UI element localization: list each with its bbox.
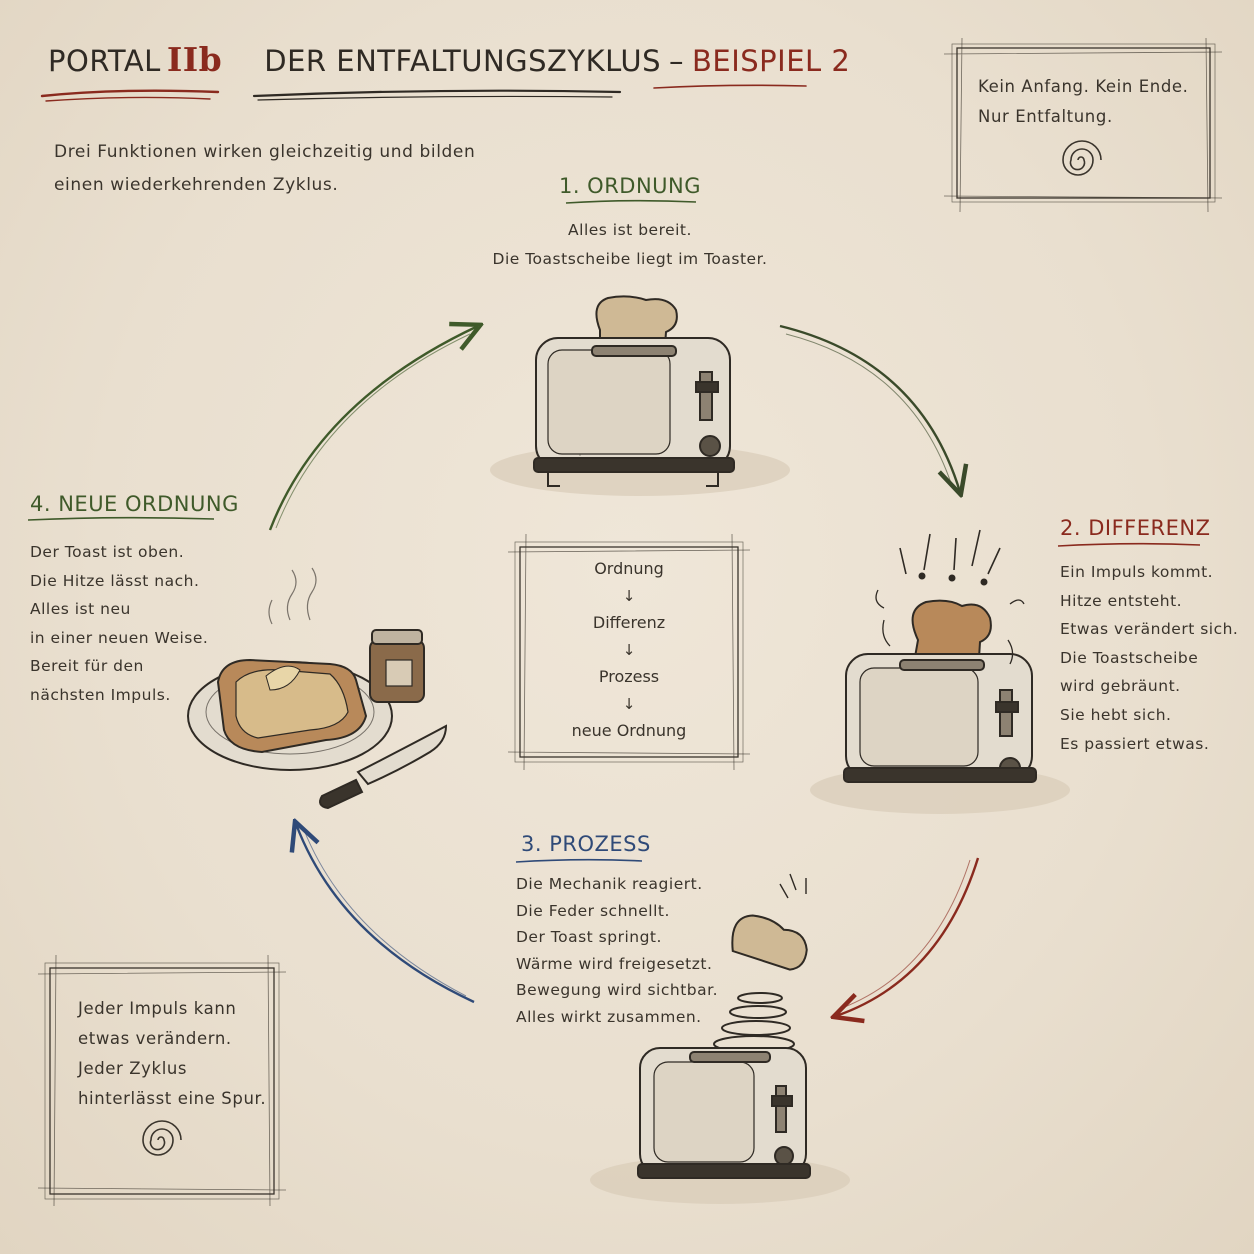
stage-line: Etwas verändert sich. [1060, 620, 1239, 639]
cycle-arrow-icon [836, 857, 980, 1016]
toaster-icon [490, 295, 790, 496]
plate-icon [187, 567, 393, 771]
knife-icon [319, 724, 448, 810]
flow-arrow-icon: ↓ [622, 587, 636, 605]
intro-text: Drei Funktionen wirken gleichzeitig und … [54, 136, 514, 202]
stage-line: Sie hebt sich. [1060, 705, 1172, 724]
stage-line: Ein Impuls kommt. [1060, 563, 1214, 581]
stage-line: Es passiert etwas. [1060, 734, 1210, 753]
quote-line: Kein Anfang. Kein Ende. [978, 77, 1189, 96]
quote-box-top: Kein Anfang. Kein Ende. Nur Entfaltung. [978, 72, 1189, 132]
stage-line: Wärme wird freigesetzt. [516, 954, 713, 973]
quote-box-bottom: Jeder Impuls kann etwas verändern. Jeder… [78, 994, 266, 1114]
flow-item: Differenz [592, 613, 666, 632]
stage-title-differenz: 2. DIFFERENZ [1060, 516, 1211, 540]
stage-text-prozess: Die Mechanik reagiert. Die Feder schnell… [516, 871, 718, 1031]
stage-line: Alles ist neu [30, 600, 131, 619]
title-dash: – [669, 44, 684, 78]
jam-jar-icon [369, 629, 425, 703]
cycle-arrow-icon [268, 326, 478, 531]
cycle-arrow-icon [779, 324, 960, 492]
stage-line: Der Toast springt. [516, 928, 662, 947]
stage-line: Die Toastscheibe [1060, 648, 1199, 667]
flow-box-frame [507, 533, 751, 771]
stage-title-prozess: 3. PROZESS [521, 832, 651, 856]
example-label: BEISPIEL 2 [692, 44, 851, 78]
quote-box-bottom-frame [37, 954, 287, 1207]
cycle-arrow-icon [296, 824, 475, 1004]
quote-box-top-frame [943, 37, 1223, 213]
stage-text-ordnung: Alles ist bereit. Die Toastscheibe liegt… [480, 216, 780, 273]
portal-number: IIb [166, 40, 223, 79]
stage-text-neue-ordnung: Der Toast ist oben. Die Hitze lässt nach… [30, 538, 208, 710]
quote-line: etwas verändern. [78, 1029, 232, 1048]
stage-line: Die Toastscheibe liegt im Toaster. [492, 249, 768, 268]
intro-line: einen wiederkehrenden Zyklus. [54, 175, 339, 195]
quote-line: Jeder Zyklus [78, 1059, 188, 1078]
stage-line: wird gebräunt. [1060, 677, 1181, 696]
portal-label: PORTAL [48, 44, 161, 78]
flow-item: neue Ordnung [571, 721, 687, 740]
stage-line: in einer neuen Weise. [30, 628, 209, 647]
quote-line: Jeder Impuls kann [78, 999, 237, 1018]
flow-arrow-icon: ↓ [622, 695, 636, 713]
stage-line: Bewegung wird sichtbar. [516, 981, 719, 1000]
stage-line: Bereit für den [30, 657, 144, 676]
flow-list: Ordnung ↓ Differenz ↓ Prozess ↓ neue Ord… [516, 555, 742, 745]
quote-line: hinterlässt eine Spur. [78, 1089, 267, 1108]
quote-line: Nur Entfaltung. [978, 107, 1113, 126]
stage-line: Alles ist bereit. [568, 221, 692, 239]
stage-line: Alles wirkt zusammen. [516, 1007, 702, 1026]
stage-line: Die Feder schnellt. [516, 901, 670, 920]
intro-line: Drei Funktionen wirken gleichzeitig und … [54, 142, 476, 162]
stage-title-neue-ordnung: 4. NEUE ORDNUNG [30, 492, 239, 516]
toaster-icon [590, 873, 850, 1204]
title-underline [40, 84, 807, 102]
toast-icon [731, 914, 808, 971]
spiral-icon [1062, 140, 1102, 176]
flow-item: Ordnung [594, 559, 664, 578]
spiral-icon [142, 1120, 182, 1156]
stage-line: Der Toast ist oben. [30, 543, 185, 561]
stage-line: Hitze entsteht. [1060, 591, 1183, 610]
stage-line: Die Hitze lässt nach. [30, 571, 200, 590]
stage-text-differenz: Ein Impuls kommt. Hitze entsteht. Etwas … [1060, 558, 1238, 758]
toaster-icon [810, 529, 1070, 814]
flow-arrow-icon: ↓ [622, 641, 636, 659]
stage-title-ordnung: 1. ORDNUNG [558, 174, 702, 198]
main-title: DER ENTFALTUNGSZYKLUS [264, 44, 661, 78]
stage-line: Die Mechanik reagiert. [516, 875, 703, 893]
flow-item: Prozess [598, 667, 660, 686]
stage-line: nächsten Impuls. [30, 685, 171, 704]
